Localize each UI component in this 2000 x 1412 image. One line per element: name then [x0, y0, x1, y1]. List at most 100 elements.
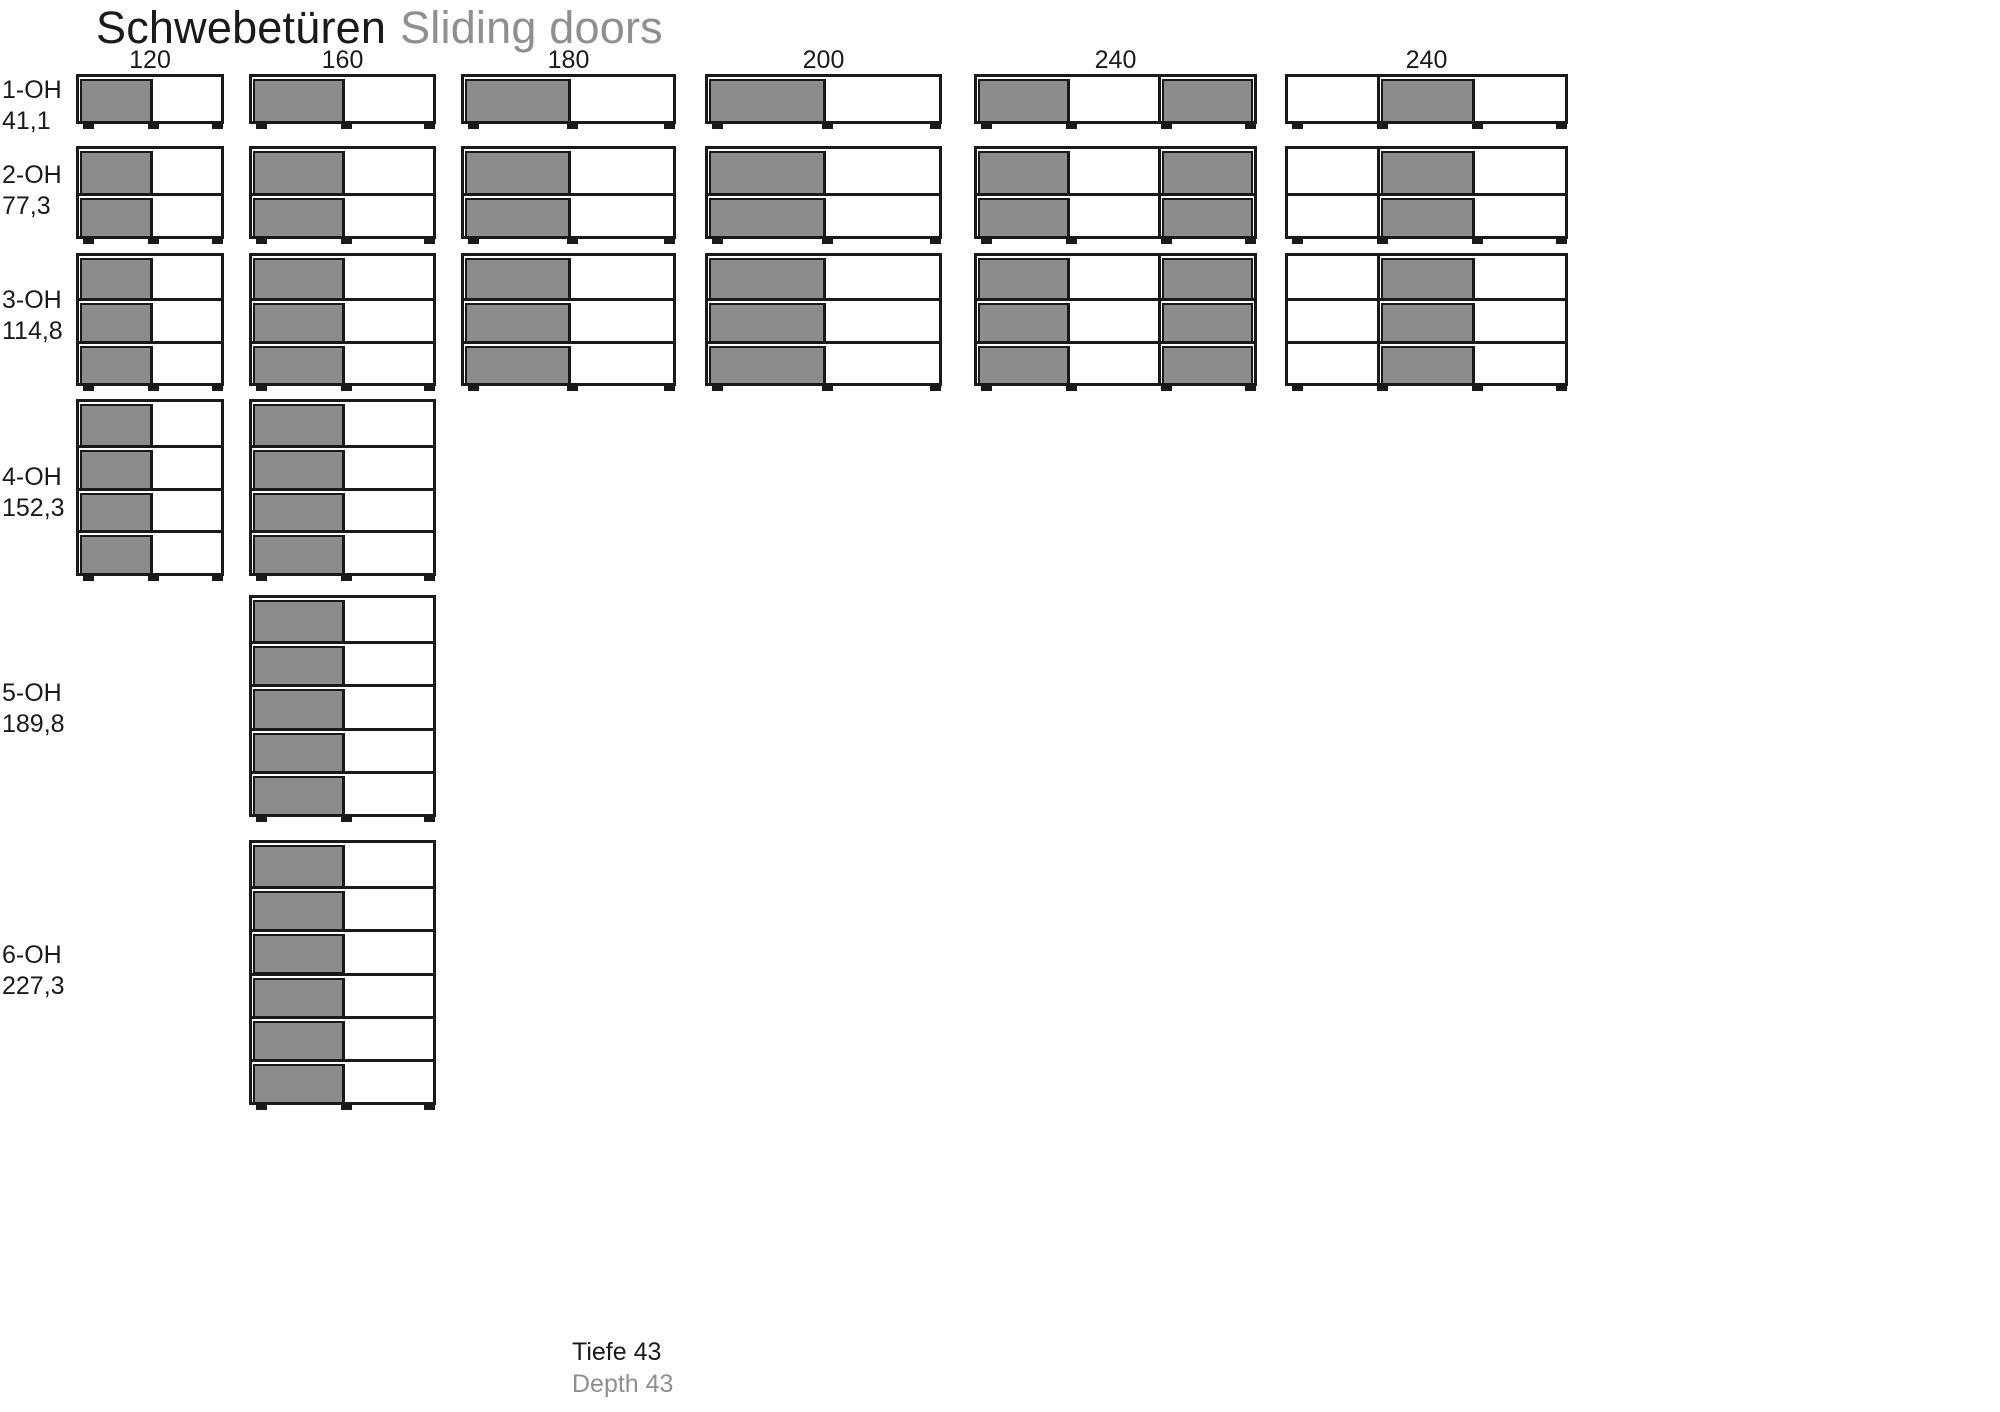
sliding-door-panel[interactable] [709, 79, 826, 123]
sliding-door-panel[interactable] [253, 79, 345, 123]
sliding-door-panel[interactable] [709, 151, 826, 195]
sliding-door-panel[interactable] [978, 303, 1070, 343]
cabinet-3-oh-w160-c2[interactable] [249, 253, 436, 391]
sliding-door-panel[interactable] [80, 79, 153, 123]
cabinet-2-oh-w180-c3[interactable] [461, 146, 676, 244]
sliding-door-panel[interactable] [253, 1020, 345, 1061]
cabinet-foot [83, 383, 94, 391]
cabinet-3-oh-w240-c6[interactable] [1285, 253, 1568, 391]
sliding-door-panel[interactable] [465, 197, 571, 238]
sliding-door-panel[interactable] [978, 197, 1070, 238]
cabinet-foot [256, 573, 267, 581]
sliding-door-panel[interactable] [80, 303, 153, 343]
sliding-door-panel[interactable] [253, 449, 345, 490]
sliding-door-panel[interactable] [80, 404, 153, 447]
sliding-door-panel[interactable] [253, 934, 345, 975]
cabinet-foot [1161, 121, 1172, 129]
row-label-oh: 5-OH [2, 679, 62, 707]
cabinet-2-oh-w160-c2[interactable] [249, 146, 436, 244]
sliding-door-panel[interactable] [978, 345, 1070, 385]
cabinet-3-oh-w240-c5[interactable] [974, 253, 1257, 391]
sliding-door-panel[interactable] [1381, 197, 1475, 238]
sliding-door-panel[interactable] [253, 258, 345, 301]
sliding-door-panel[interactable] [253, 775, 345, 816]
sliding-door-panel[interactable] [253, 689, 345, 730]
cabinet-1-oh-w120-c1[interactable] [76, 74, 224, 129]
cabinet-3-oh-w120-c1[interactable] [76, 253, 224, 391]
cabinet-1-oh-w160-c2[interactable] [249, 74, 436, 129]
sliding-door-panel[interactable] [1162, 258, 1253, 301]
shelf-level-3 [252, 684, 433, 730]
sliding-door-panel[interactable] [1381, 303, 1475, 343]
cabinet-foot [712, 121, 723, 129]
cabinet-2-oh-w240-c6[interactable] [1285, 146, 1568, 244]
cabinet-foot [822, 121, 833, 129]
sliding-door-panel[interactable] [80, 258, 153, 301]
cabinet-foot [1377, 121, 1388, 129]
sliding-door-panel[interactable] [253, 977, 345, 1018]
sliding-door-panel[interactable] [253, 404, 345, 447]
sliding-door-panel[interactable] [253, 600, 345, 644]
sliding-door-panel[interactable] [709, 258, 826, 301]
sliding-door-panel[interactable] [253, 345, 345, 385]
cabinet-2-oh-w200-c4[interactable] [705, 146, 942, 244]
sliding-door-panel[interactable] [253, 732, 345, 773]
cabinet-6-oh-w160-c2[interactable] [249, 840, 436, 1110]
sliding-door-panel[interactable] [80, 535, 153, 575]
sliding-door-panel[interactable] [1162, 345, 1253, 385]
cabinet-3-oh-w180-c3[interactable] [461, 253, 676, 391]
sliding-door-panel[interactable] [709, 303, 826, 343]
open-compartment [572, 256, 673, 299]
sliding-door-panel[interactable] [253, 845, 345, 889]
shelf-level-2 [252, 298, 433, 343]
sliding-door-panel[interactable] [253, 646, 345, 687]
sliding-door-panel[interactable] [1162, 197, 1253, 238]
sliding-door-panel[interactable] [1162, 79, 1253, 123]
cabinet-4-oh-w160-c2[interactable] [249, 399, 436, 581]
sliding-door-panel[interactable] [465, 258, 571, 301]
sliding-door-panel[interactable] [80, 197, 153, 238]
sliding-door-panel[interactable] [465, 79, 571, 123]
sliding-door-panel[interactable] [1381, 345, 1475, 385]
cabinet-2-oh-w240-c5[interactable] [974, 146, 1257, 244]
cabinet-1-oh-w240-c6[interactable] [1285, 74, 1568, 129]
sliding-door-panel[interactable] [253, 303, 345, 343]
sliding-door-panel[interactable] [80, 151, 153, 195]
cabinet-5-oh-w160-c2[interactable] [249, 595, 436, 822]
sliding-door-panel[interactable] [1381, 258, 1475, 301]
sliding-door-panel[interactable] [978, 151, 1070, 195]
cabinet-2-oh-w120-c1[interactable] [76, 146, 224, 244]
sliding-door-panel[interactable] [253, 151, 345, 195]
cabinet-foot [1161, 236, 1172, 244]
sliding-door-panel[interactable] [709, 345, 826, 385]
cabinet-3-oh-w200-c4[interactable] [705, 253, 942, 391]
sliding-door-panel[interactable] [1162, 151, 1253, 195]
sliding-door-panel[interactable] [1162, 303, 1253, 343]
row-label-oh: 3-OH [2, 286, 62, 314]
cabinet-1-oh-w200-c4[interactable] [705, 74, 942, 129]
cabinet-4-oh-w120-c1[interactable] [76, 399, 224, 581]
sliding-door-panel[interactable] [80, 449, 153, 490]
sliding-door-panel[interactable] [978, 79, 1070, 123]
cabinet-1-oh-w180-c3[interactable] [461, 74, 676, 129]
cabinet-foot [1066, 383, 1077, 391]
sliding-door-panel[interactable] [253, 891, 345, 932]
cabinet-foot [468, 236, 479, 244]
sliding-door-panel[interactable] [709, 197, 826, 238]
sliding-door-panel[interactable] [465, 151, 571, 195]
sliding-door-panel[interactable] [253, 197, 345, 238]
sliding-door-panel[interactable] [1381, 79, 1475, 123]
sliding-door-panel[interactable] [80, 345, 153, 385]
sliding-door-panel[interactable] [253, 535, 345, 575]
sliding-door-panel[interactable] [253, 492, 345, 533]
sliding-door-panel[interactable] [465, 345, 571, 385]
cabinet-1-oh-w240-c5[interactable] [974, 74, 1257, 129]
sliding-door-panel[interactable] [1381, 151, 1475, 195]
sliding-door-panel[interactable] [253, 1063, 345, 1104]
sliding-door-panel[interactable] [465, 303, 571, 343]
open-compartment [346, 1018, 433, 1059]
sliding-door-panel[interactable] [978, 258, 1070, 301]
sliding-door-panel[interactable] [80, 492, 153, 533]
cabinet-foot [1556, 383, 1567, 391]
